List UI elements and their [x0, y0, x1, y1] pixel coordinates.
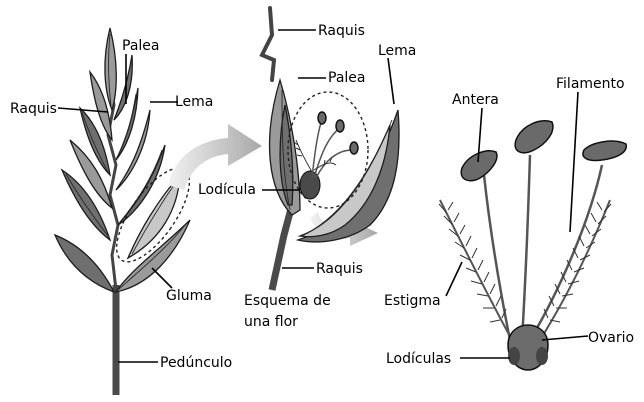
- filament-right: [530, 165, 602, 340]
- label-lema-left: Lema: [175, 94, 213, 110]
- label-lema-mid: Lema: [378, 43, 416, 59]
- arrow-to-flower: [168, 124, 262, 190]
- label-ovario: Ovario: [588, 330, 634, 346]
- label-antera: Antera: [452, 92, 499, 108]
- label-lodiculas: Lodículas: [386, 351, 451, 367]
- label-estigma: Estigma: [384, 293, 441, 309]
- label-lodicula: Lodícula: [198, 182, 256, 198]
- label-raquis-top: Raquis: [318, 23, 365, 39]
- stigma-right: [540, 200, 610, 340]
- label-filamento: Filamento: [556, 76, 625, 92]
- glume-shape-left: [55, 235, 114, 292]
- label-gluma: Gluma: [166, 288, 212, 304]
- anther-middle: [515, 121, 553, 153]
- rachis-top-stem: [262, 8, 274, 80]
- label-esquema-line2: una flor: [244, 314, 298, 330]
- label-palea-left: Palea: [122, 38, 159, 54]
- label-pedunculo: Pedúnculo: [160, 355, 232, 371]
- spikelet-illustration: [55, 28, 203, 395]
- filament-left: [484, 175, 510, 340]
- label-esquema-line1: Esquema de: [244, 293, 331, 309]
- lodicule-right: [536, 347, 548, 365]
- anther-right: [583, 141, 626, 160]
- label-raquis-mid: Raquis: [316, 261, 363, 277]
- label-raquis-left: Raquis: [10, 101, 57, 117]
- stigma-left: [440, 200, 512, 340]
- lodicule-left: [508, 347, 520, 365]
- rachis-bottom-stem: [272, 205, 292, 290]
- label-palea-mid: Palea: [328, 70, 365, 86]
- filament-middle: [522, 155, 530, 340]
